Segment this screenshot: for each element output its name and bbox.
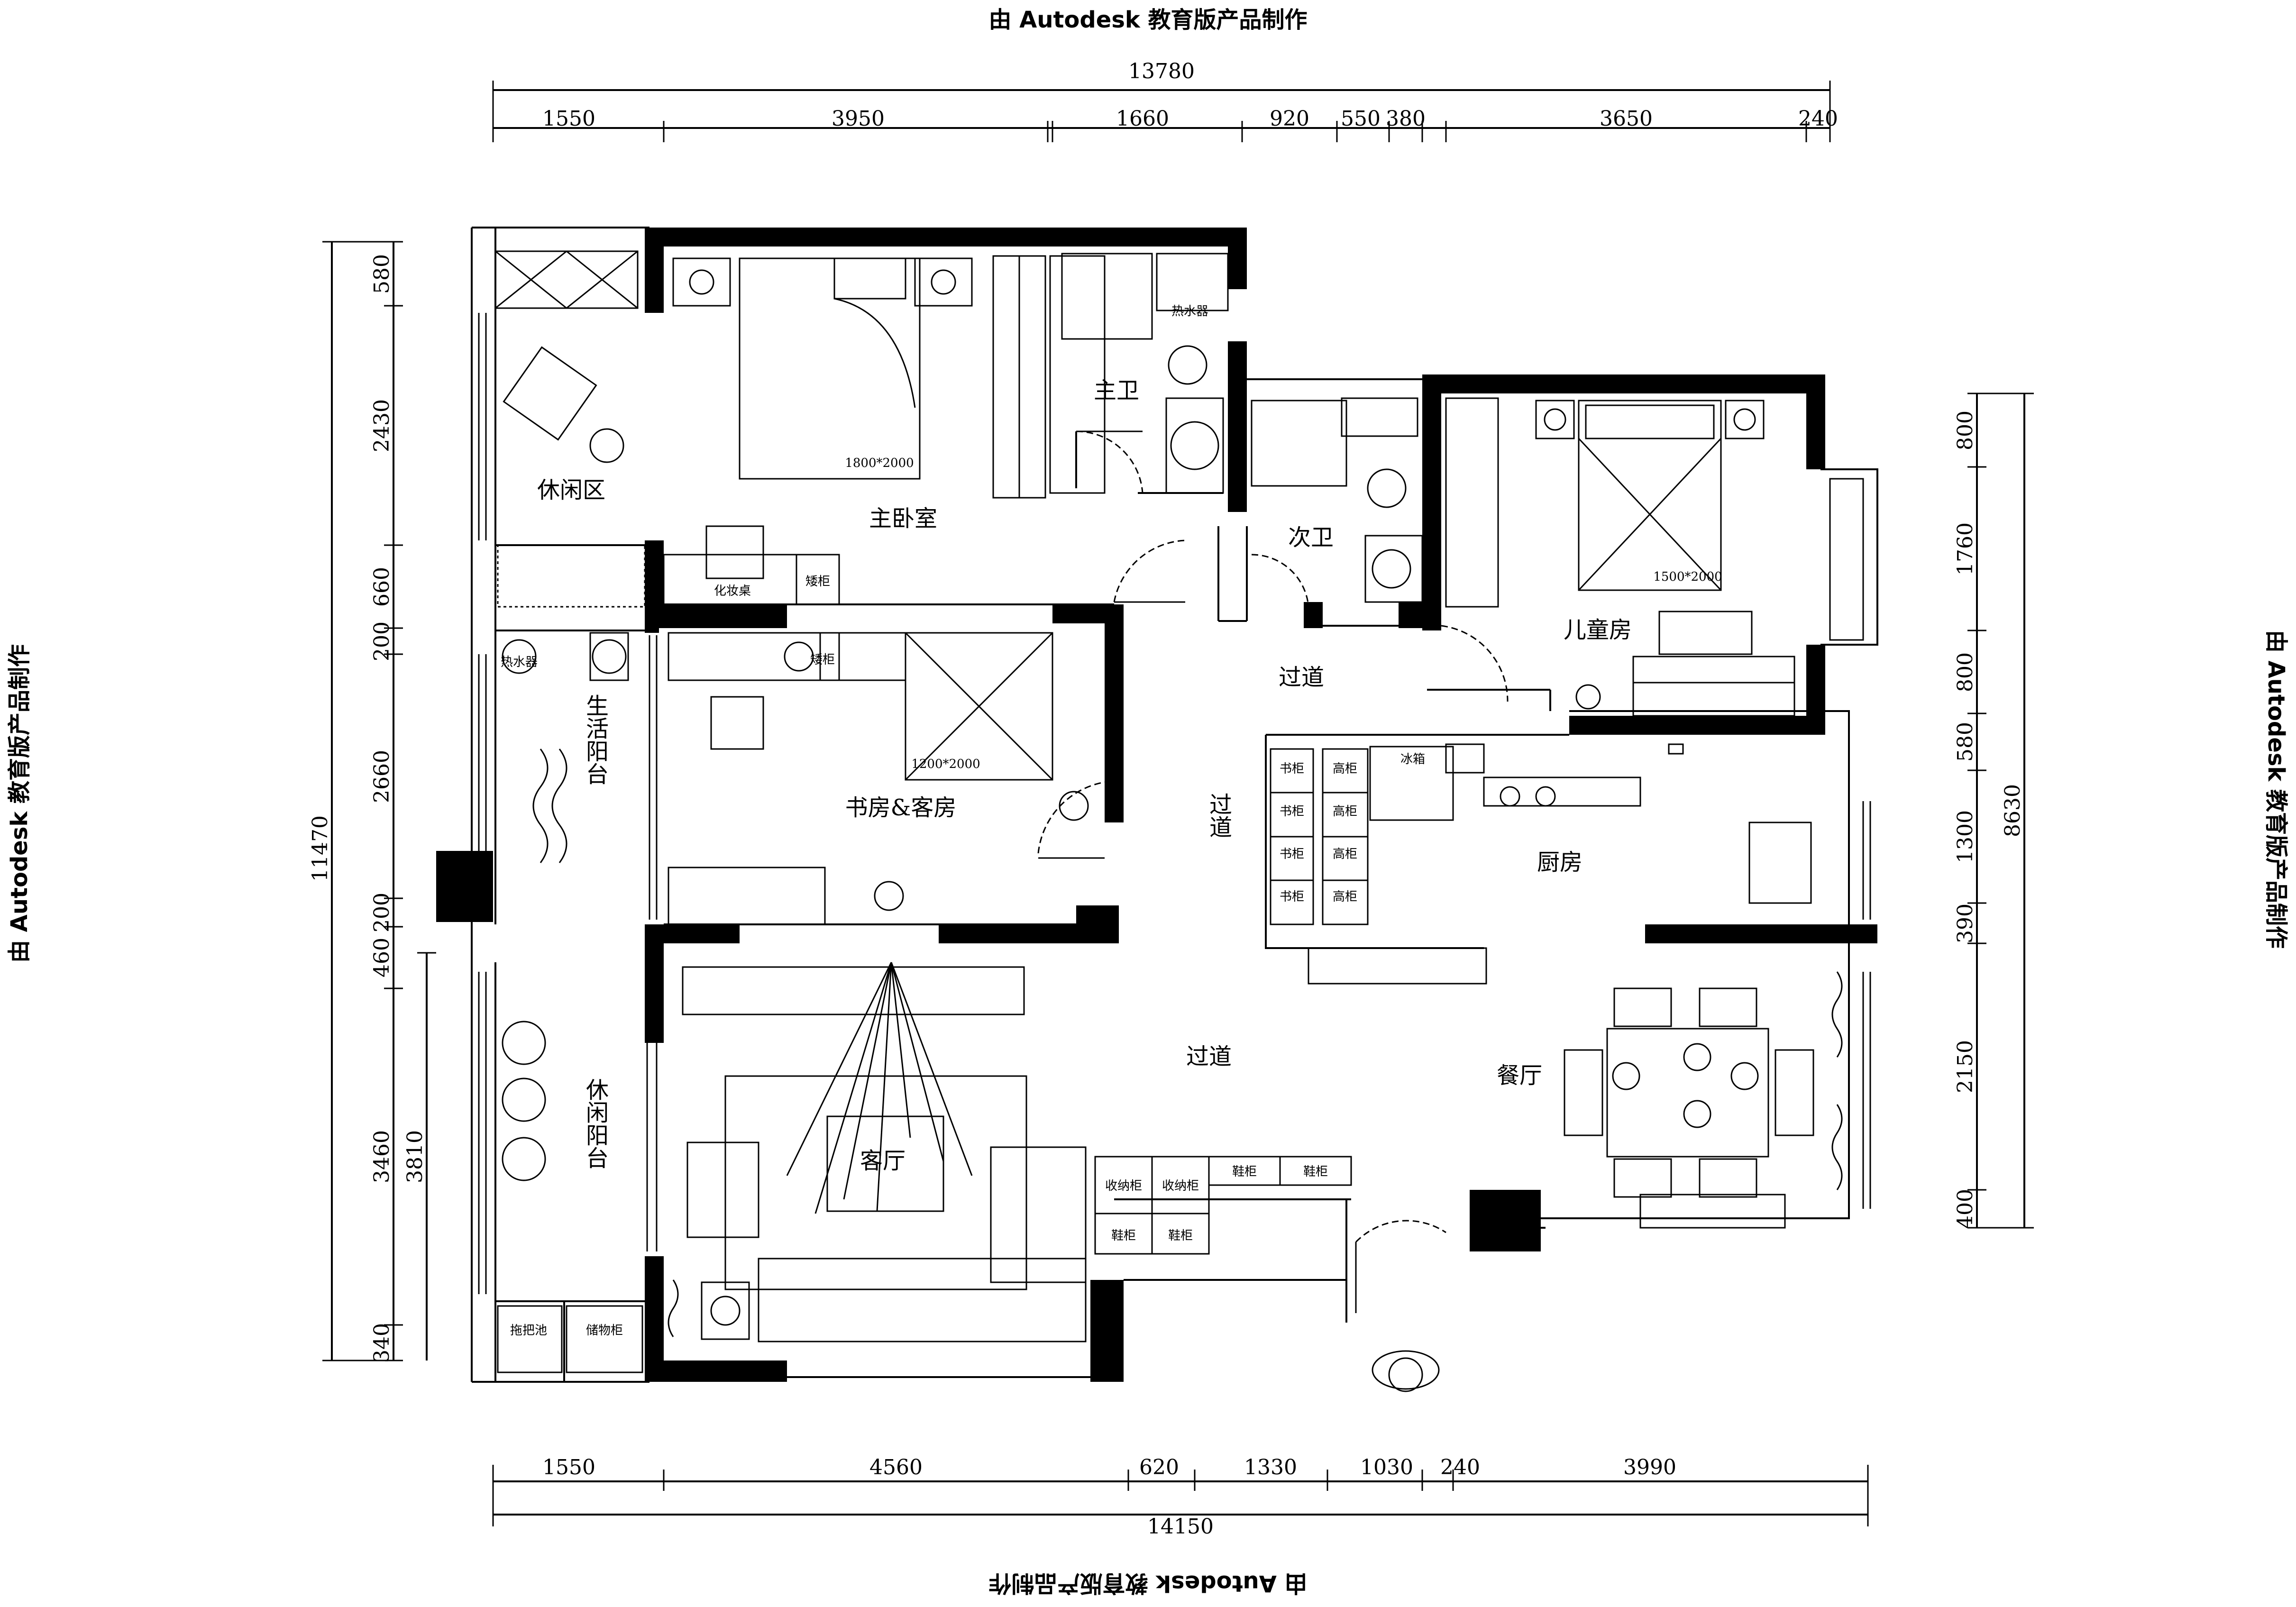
door-leaves [1038,430,1357,1313]
dim-bottom-5: 1030 [1360,1455,1413,1479]
room-label-corridor-vertical: 过道 [1205,793,1232,838]
dim-left-5: 2660 [370,750,394,803]
dim-bottom-6: 240 [1440,1455,1480,1479]
room-label-master-bedroom: 主卧室 [869,505,937,532]
room-label-living-room: 客厅 [860,1148,906,1174]
dim-top-3: 1660 [1116,107,1169,131]
master-bed [739,257,921,480]
dim-right-7: 2150 [1953,1040,1977,1093]
bookcase-label: 书柜 [1280,890,1304,904]
room-label-master-bath: 主卫 [1094,377,1139,404]
door-swings [1037,430,1509,1243]
kids-bed [1578,400,1722,591]
dim-bottom-1: 1550 [542,1455,595,1479]
dim-right-1: 800 [1953,411,1977,450]
dim-bottom-3: 620 [1139,1455,1179,1479]
furniture [494,250,1864,1392]
bookcase-label: 书柜 [1280,762,1304,776]
shoe-cabinet-label: 鞋柜 [1168,1229,1193,1243]
dim-top-2: 3950 [832,107,885,131]
dim-right-total: 8630 [2001,784,2025,837]
watermark-right: 由 Autodesk 教育版产品制作 [2263,630,2289,949]
dim-left-9: 340 [370,1323,394,1363]
bookcase-label: 书柜 [1280,847,1304,861]
windows [478,313,1871,1294]
tall-cabinet-label: 高柜 [1333,847,1357,861]
dim-bottom-4: 1330 [1244,1455,1297,1479]
room-label-second-bath: 次卫 [1288,524,1334,551]
tall-cabinet-label: 高柜 [1333,804,1357,819]
shoe-cabinet-label: 鞋柜 [1232,1165,1257,1179]
dim-bottom-2: 4560 [869,1455,923,1479]
dim-left-inner: 3810 [403,1130,427,1183]
water-heater-label: 热水器 [501,655,538,669]
dim-left-7: 460 [370,938,394,977]
dim-top-5: 550 [1341,107,1381,131]
bed-size-master: 1800*2000 [845,456,914,470]
short-cabinet-label: 矮柜 [810,653,835,667]
shoe-cabinet-label: 鞋柜 [1111,1229,1136,1243]
storage-cabinet-label: 收纳柜 [1105,1179,1142,1193]
bed-size-kids: 1500*2000 [1653,570,1722,584]
room-label-kitchen: 厨房 [1537,849,1583,876]
room-label-corridor: 过道 [1279,664,1324,691]
fridge-label: 冰箱 [1400,752,1425,767]
dim-right-8: 400 [1953,1189,1977,1229]
watermark-bottom: 由 Autodesk 教育版产品制作 [988,1570,1308,1597]
dim-top-4: 920 [1270,107,1309,131]
dim-left-6: 200 [370,893,394,932]
room-label-kids-room: 儿童房 [1564,617,1632,643]
room-label-leisure-balcony: 休闲阳台 [582,1078,609,1169]
watermark-left: 由 Autodesk 教育版产品制作 [6,644,33,963]
room-label-study-guest: 书房&客房 [845,794,957,821]
watermark-top: 由 Autodesk 教育版产品制作 [988,7,1308,33]
dim-right-4: 580 [1953,722,1977,762]
bed-size-study: 1200*2000 [911,757,980,771]
dim-left-2: 2430 [370,399,394,452]
water-heater-label: 热水器 [1171,304,1208,319]
short-cabinet-label: 矮柜 [805,575,830,589]
dim-right-5: 1300 [1953,810,1977,863]
dim-top-8: 240 [1798,107,1838,131]
dim-top-7: 3650 [1600,107,1653,131]
vanity-label: 化妆桌 [714,584,751,598]
dim-bottom-7: 3990 [1623,1455,1676,1479]
room-label-service-balcony: 生活阳台 [582,694,608,785]
mop-sink-label: 拖把池 [510,1324,547,1338]
dim-left-3: 660 [370,567,394,607]
storage-closet-label: 储物柜 [586,1324,623,1338]
room-label-corridor: 过道 [1186,1043,1232,1070]
dim-top-total: 13780 [1128,59,1195,83]
dim-right-2: 1760 [1953,522,1977,575]
dim-left-total: 11470 [308,815,332,882]
dim-top-6: 380 [1386,107,1426,131]
dim-right-6: 390 [1953,904,1977,943]
dim-top-1: 1550 [542,107,595,131]
dimension-lines [322,81,2034,1526]
storage-cabinet-label: 收纳柜 [1162,1179,1199,1193]
room-label-leisure-area: 休闲区 [537,477,605,503]
shoe-cabinet-label: 鞋柜 [1303,1165,1328,1179]
dim-right-3: 800 [1953,652,1977,692]
dim-left-1: 580 [370,254,394,294]
solid-walls [436,228,1877,1382]
bookcase-label: 书柜 [1280,804,1304,819]
tall-cabinet-label: 高柜 [1333,890,1357,904]
dim-bottom-total: 14150 [1147,1515,1214,1539]
room-label-dining-room: 餐厅 [1497,1062,1542,1089]
dim-left-4: 200 [370,621,394,661]
study-bed [905,632,1053,781]
tall-cabinet-label: 高柜 [1333,762,1357,776]
dim-left-8: 3460 [370,1130,394,1183]
